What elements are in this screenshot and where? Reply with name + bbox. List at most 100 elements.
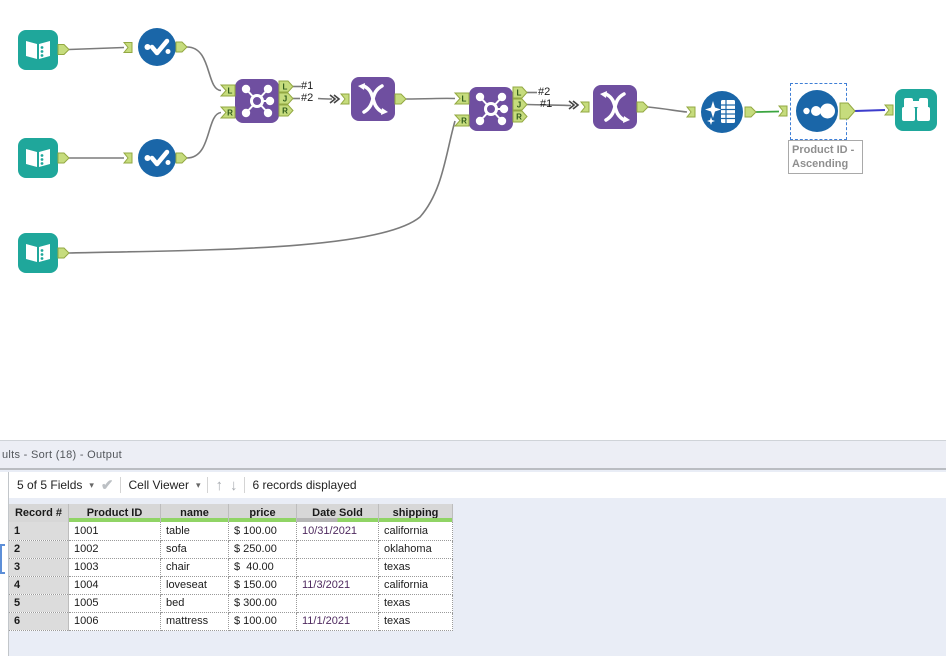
cell[interactable]: loveseat	[160, 576, 229, 595]
input-anchor[interactable]	[777, 105, 788, 117]
table-row[interactable]: 2 1002 sofa $ 250.00 oklahoma	[8, 540, 453, 559]
apply-check-icon[interactable]: ✔	[100, 477, 114, 494]
join-input-port-L[interactable]	[219, 84, 236, 97]
fields-selector[interactable]: 5 of 5 Fields	[17, 478, 83, 492]
cell[interactable]: texas	[378, 612, 453, 631]
cell[interactable]: $ 150.00	[228, 576, 297, 595]
data-cleansing-tool[interactable]	[701, 91, 743, 133]
workflow-canvas[interactable]: Product ID - Ascending #1 #2 #2 #1	[0, 0, 946, 440]
cell[interactable]: 1005	[68, 594, 161, 613]
column-header-record[interactable]: Record #	[8, 504, 69, 522]
results-grid[interactable]: Record # Product ID name price Date Sold…	[8, 504, 453, 631]
cell[interactable]: 1004	[68, 576, 161, 595]
cell[interactable]: sofa	[160, 540, 229, 559]
cell[interactable]: 1003	[68, 558, 161, 577]
column-header-date-sold[interactable]: Date Sold	[296, 504, 379, 522]
input-anchor[interactable]	[339, 93, 350, 105]
join-icon	[475, 92, 509, 126]
chevron-down-icon[interactable]: ▾	[195, 479, 201, 490]
cell[interactable]: texas	[378, 558, 453, 577]
sort-tool-selection-rect	[790, 83, 847, 140]
select-tool-2[interactable]	[138, 139, 176, 177]
join-tool-2[interactable]	[469, 87, 513, 131]
output-anchor[interactable]	[175, 152, 188, 164]
select-icon	[144, 38, 171, 56]
join-input-port-L[interactable]	[453, 92, 470, 105]
input-data-tool-1[interactable]	[18, 30, 58, 70]
results-table: Record # Product ID name price Date Sold…	[8, 504, 453, 631]
output-anchor[interactable]	[57, 247, 70, 259]
table-row[interactable]: 1 1001 table $ 100.00 10/31/2021 califor…	[8, 522, 453, 541]
join-icon	[241, 84, 275, 118]
output-anchor[interactable]	[744, 106, 757, 118]
output-anchor[interactable]	[394, 93, 407, 105]
join-output-port-L[interactable]	[278, 80, 294, 93]
column-header-name[interactable]: name	[160, 504, 229, 522]
select-tool-1[interactable]	[138, 28, 176, 66]
cell[interactable]: bed	[160, 594, 229, 613]
cell[interactable]: 11/1/2021	[296, 612, 379, 631]
output-anchor[interactable]	[636, 101, 649, 113]
cell[interactable]: california	[378, 522, 453, 541]
cell[interactable]: $ 100.00	[228, 612, 297, 631]
pane-handle-bracket[interactable]	[0, 544, 5, 574]
input-anchor[interactable]	[122, 152, 133, 164]
cell[interactable]: chair	[160, 558, 229, 577]
arrow-down-icon[interactable]: ↓	[229, 476, 238, 494]
cell-viewer-selector[interactable]: Cell Viewer	[128, 478, 189, 492]
tool-anchors[interactable]	[57, 41, 894, 259]
input-anchor[interactable]	[579, 101, 590, 113]
cell[interactable]: 1002	[68, 540, 161, 559]
join-output-port-J[interactable]	[278, 92, 294, 105]
results-panel: ults - Sort (18) - Output 5 of 5 Fields …	[0, 440, 946, 656]
table-row[interactable]: 3 1003 chair $ 40.00 texas	[8, 558, 453, 577]
output-anchor[interactable]	[57, 44, 70, 55]
cell[interactable]: texas	[378, 594, 453, 613]
cell[interactable]: california	[378, 576, 453, 595]
input-data-tool-2[interactable]	[18, 138, 58, 178]
column-header-shipping[interactable]: shipping	[378, 504, 453, 522]
table-row[interactable]: 6 1006 mattress $ 100.00 11/1/2021 texas	[8, 612, 453, 631]
arrow-up-icon[interactable]: ↑	[215, 476, 223, 494]
input-anchor[interactable]	[122, 42, 133, 53]
join-output-port-R[interactable]	[278, 104, 294, 117]
cell[interactable]: table	[160, 522, 229, 541]
table-row[interactable]: 4 1004 loveseat $ 150.00 11/3/2021 calif…	[8, 576, 453, 595]
chevron-down-icon[interactable]: ▾	[89, 479, 94, 490]
cell[interactable]: mattress	[160, 612, 229, 631]
cell[interactable]: $ 40.00	[228, 558, 297, 577]
union-tool-2[interactable]	[593, 85, 637, 129]
cell[interactable]	[296, 558, 379, 577]
sort-tool[interactable]	[796, 90, 838, 132]
browse-tool[interactable]	[895, 89, 937, 131]
data-quality-bar	[161, 518, 228, 522]
cell[interactable]: oklahoma	[378, 540, 453, 559]
input-anchor[interactable]	[685, 106, 696, 118]
cell[interactable]	[296, 540, 379, 559]
column-header-product-id[interactable]: Product ID	[68, 504, 161, 522]
table-row[interactable]: 5 1005 bed $ 300.00 texas	[8, 594, 453, 613]
cell[interactable]: $ 100.00	[228, 522, 297, 541]
output-anchor[interactable]	[57, 152, 70, 164]
svg-text:R: R	[461, 117, 467, 126]
sort-annotation[interactable]: Product ID - Ascending	[788, 140, 863, 174]
input-data-tool-3[interactable]	[18, 233, 58, 273]
union-tool-1[interactable]	[351, 77, 395, 121]
cell[interactable]	[296, 594, 379, 613]
column-header-price[interactable]: price	[228, 504, 297, 522]
join-output-port-L[interactable]	[512, 86, 528, 99]
join-output-port-J[interactable]	[512, 98, 528, 111]
join-output-port-R[interactable]	[512, 110, 528, 123]
join-input-port-R[interactable]	[219, 106, 236, 119]
join-input-port-R[interactable]	[453, 114, 470, 127]
cell[interactable]: $ 300.00	[228, 594, 297, 613]
data-quality-bar	[379, 518, 452, 522]
join-tool-1[interactable]	[235, 79, 279, 123]
cell[interactable]: 1006	[68, 612, 161, 631]
cell[interactable]: 11/3/2021	[296, 576, 379, 595]
cell[interactable]: $ 250.00	[228, 540, 297, 559]
cell[interactable]: 1001	[68, 522, 161, 541]
input-anchor[interactable]	[883, 104, 894, 116]
cell[interactable]: 10/31/2021	[296, 522, 379, 541]
output-anchor[interactable]	[175, 41, 188, 53]
